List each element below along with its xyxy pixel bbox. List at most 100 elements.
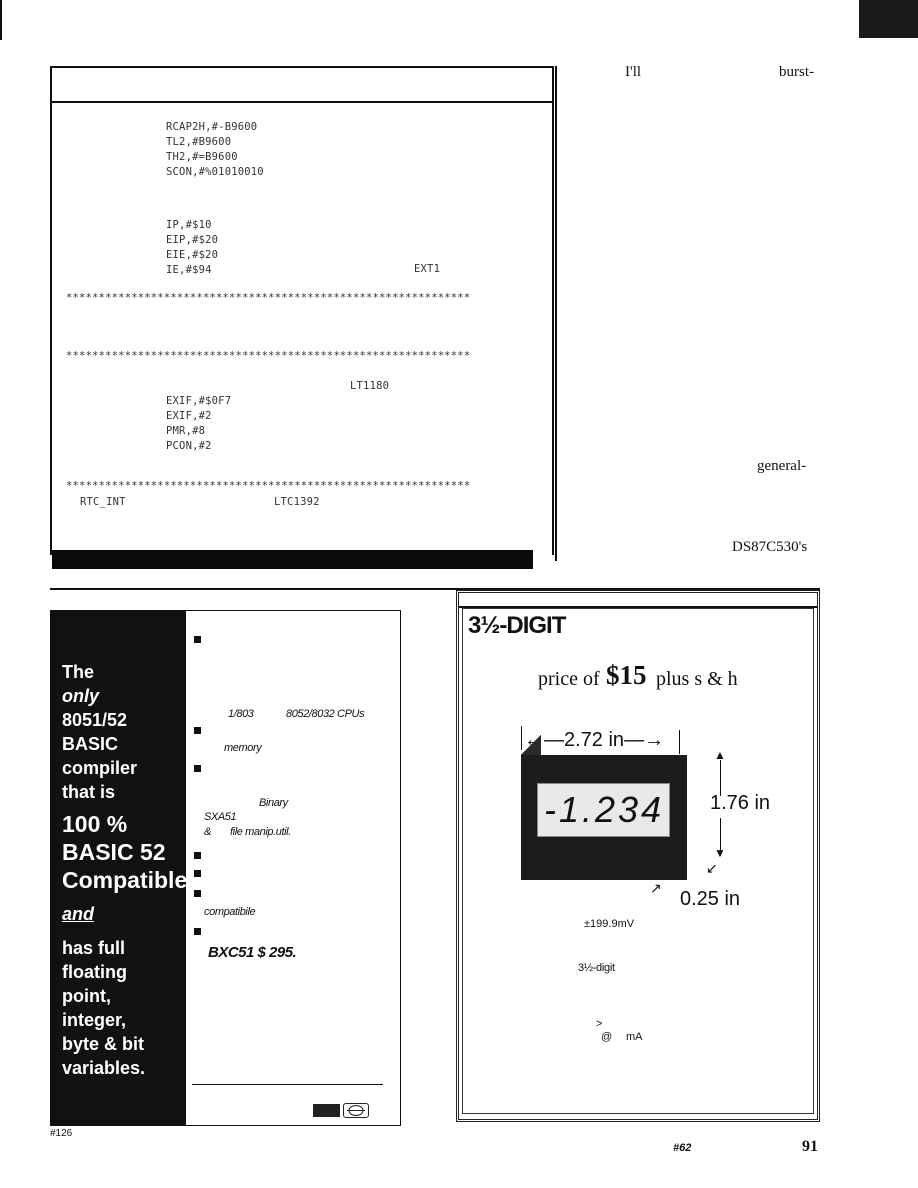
ad-meter-at: @ xyxy=(601,1031,613,1043)
code-listing-box xyxy=(50,66,554,555)
bullet-icon xyxy=(194,890,201,897)
code-label-rtc-int: RTC_INT xyxy=(80,496,126,508)
ad-meter-digit-note: 3½-digit xyxy=(578,962,615,974)
code-block-3: EXIF,#$0F7 EXIF,#2 PMR,#8 PCON,#2 xyxy=(166,394,231,454)
dimension-line xyxy=(720,760,721,796)
code-separator: ****************************************… xyxy=(66,480,471,492)
ad-meter-dim-depth: 0.25 in xyxy=(680,888,741,910)
ad-meter-price-amount: $15 xyxy=(606,660,647,690)
ad-basic-divider xyxy=(192,1084,383,1085)
code-line: IP,#$10 xyxy=(166,219,212,231)
claim-line: 100 % xyxy=(62,811,128,837)
bullet-icon xyxy=(194,928,201,935)
body-text-fragment: general- xyxy=(757,458,807,474)
ad-basic-binary: Binary xyxy=(259,797,288,809)
page-number: 91 xyxy=(802,1138,818,1155)
code-line: RCAP2H,#-B9600 xyxy=(166,121,258,133)
code-listing-header-rule xyxy=(52,101,554,103)
ad-meter-box xyxy=(462,608,814,1114)
code-listing-bottom-bar xyxy=(52,550,533,569)
arrow-in-icon: ↙ xyxy=(706,860,718,876)
headline-line: only xyxy=(62,686,100,706)
ad-basic-memory: memory xyxy=(224,742,262,754)
bullet-icon xyxy=(194,765,201,772)
code-separator: ****************************************… xyxy=(66,292,471,304)
tail-line: variables. xyxy=(62,1058,146,1078)
meter-display-window xyxy=(537,783,670,837)
headline-line: BASIC xyxy=(62,734,119,754)
body-text-fragment: DS87C530's xyxy=(732,539,808,555)
ad-meter-dim-width: ←—2.72 in—→ xyxy=(524,729,665,751)
code-line: IE,#$94 xyxy=(166,264,212,276)
ad-basic-price: BXC51 $ 295. xyxy=(208,944,297,961)
arrow-down-icon: ▼ xyxy=(714,846,726,860)
bullet-icon xyxy=(194,636,201,643)
code-line: SCON,#%01010010 xyxy=(166,166,264,178)
headline-line: The xyxy=(62,662,95,682)
card-logo-icon xyxy=(313,1104,340,1117)
code-line: EXIF,#2 xyxy=(166,410,212,422)
ad-basic-and: and xyxy=(62,904,95,924)
ad-meter-frame xyxy=(456,590,820,1122)
ad-meter-range: ±199.9mV xyxy=(584,918,635,930)
tail-line: floating xyxy=(62,962,127,982)
code-line: EIP,#$20 xyxy=(166,234,219,246)
code-line: TH2,#=B9600 xyxy=(166,151,238,163)
ad-meter-title: 3½-DIGIT xyxy=(468,612,566,639)
headline-line: that is xyxy=(62,782,116,802)
page-section-rule xyxy=(50,588,820,590)
claim-line: Compatible xyxy=(62,867,188,893)
ad-basic-tail: has full floating point, integer, byte &… xyxy=(62,936,145,1080)
tail-line: point, xyxy=(62,986,111,1006)
code-comment-ltc1392: LTC1392 xyxy=(274,496,320,508)
ad-basic-compatible: compatibile xyxy=(204,906,256,918)
arrow-in-icon: ↗ xyxy=(650,880,662,896)
ad-basic-black-panel xyxy=(50,610,186,1126)
bullet-icon xyxy=(194,870,201,877)
ad-basic-headline: The only 8051/52 BASIC compiler that is xyxy=(62,660,137,804)
code-separator: ****************************************… xyxy=(66,350,471,362)
code-line: PMR,#8 xyxy=(166,425,206,437)
reader-service-number: #126 xyxy=(50,1128,73,1139)
ad-basic-sxa51: SXA51 xyxy=(204,811,237,823)
ad-meter-gt: > xyxy=(596,1018,603,1030)
ad-basic-amp: & xyxy=(204,826,211,838)
ad-basic-cpu-a: 1/803 xyxy=(228,708,254,720)
code-block-2: IP,#$10 EIP,#$20 EIE,#$20 IE,#$94 xyxy=(166,218,218,278)
code-line: PCON,#2 xyxy=(166,440,212,452)
tail-line: integer, xyxy=(62,1010,127,1030)
code-comment-lt1180: LT1180 xyxy=(350,380,390,392)
reader-service-number: #62 xyxy=(673,1142,692,1154)
dimension-tick xyxy=(679,730,680,754)
ad-meter-ma: mA xyxy=(626,1031,643,1043)
tail-line: byte & bit xyxy=(62,1034,145,1054)
bullet-icon xyxy=(194,727,201,734)
headline-line: compiler xyxy=(62,758,138,778)
dimension-line xyxy=(720,818,721,856)
body-text-fragment: burst- xyxy=(779,64,814,80)
meter-bevel xyxy=(521,735,541,755)
column-divider xyxy=(555,66,557,561)
code-line: EXIF,#$0F7 xyxy=(166,395,232,407)
bullet-icon xyxy=(194,852,201,859)
headline-line: 8051/52 xyxy=(62,710,128,730)
ad-basic-big-claim: 100 % BASIC 52 Compatible xyxy=(62,810,187,894)
arrow-up-icon: ▲ xyxy=(714,748,726,762)
margin-rule xyxy=(0,0,2,40)
card-logo-icon xyxy=(343,1103,369,1118)
corner-tab-image xyxy=(859,0,918,38)
body-text-fragment: I'll xyxy=(625,64,642,80)
code-line: EIE,#$20 xyxy=(166,249,219,261)
ad-meter-dim-height: 1.76 in xyxy=(710,792,771,814)
ad-basic-file-util: file manip.util. xyxy=(230,826,291,838)
ad-basic-cpu-b: 8052/8032 CPUs xyxy=(286,708,365,720)
code-block-1: RCAP2H,#-B9600 TL2,#B9600 TH2,#=B9600 SC… xyxy=(166,120,264,180)
tail-line: has full xyxy=(62,938,126,958)
meter-display-digits: -1.234 xyxy=(544,789,665,830)
code-line: TL2,#B9600 xyxy=(166,136,232,148)
code-comment-ext1: EXT1 xyxy=(414,263,441,275)
dim-width-value: 2.72 in xyxy=(564,729,625,751)
ad-meter-price-b: plus s & h xyxy=(656,668,738,690)
ad-meter-price-a: price of xyxy=(538,668,600,690)
ad-meter-topbar xyxy=(459,590,817,608)
